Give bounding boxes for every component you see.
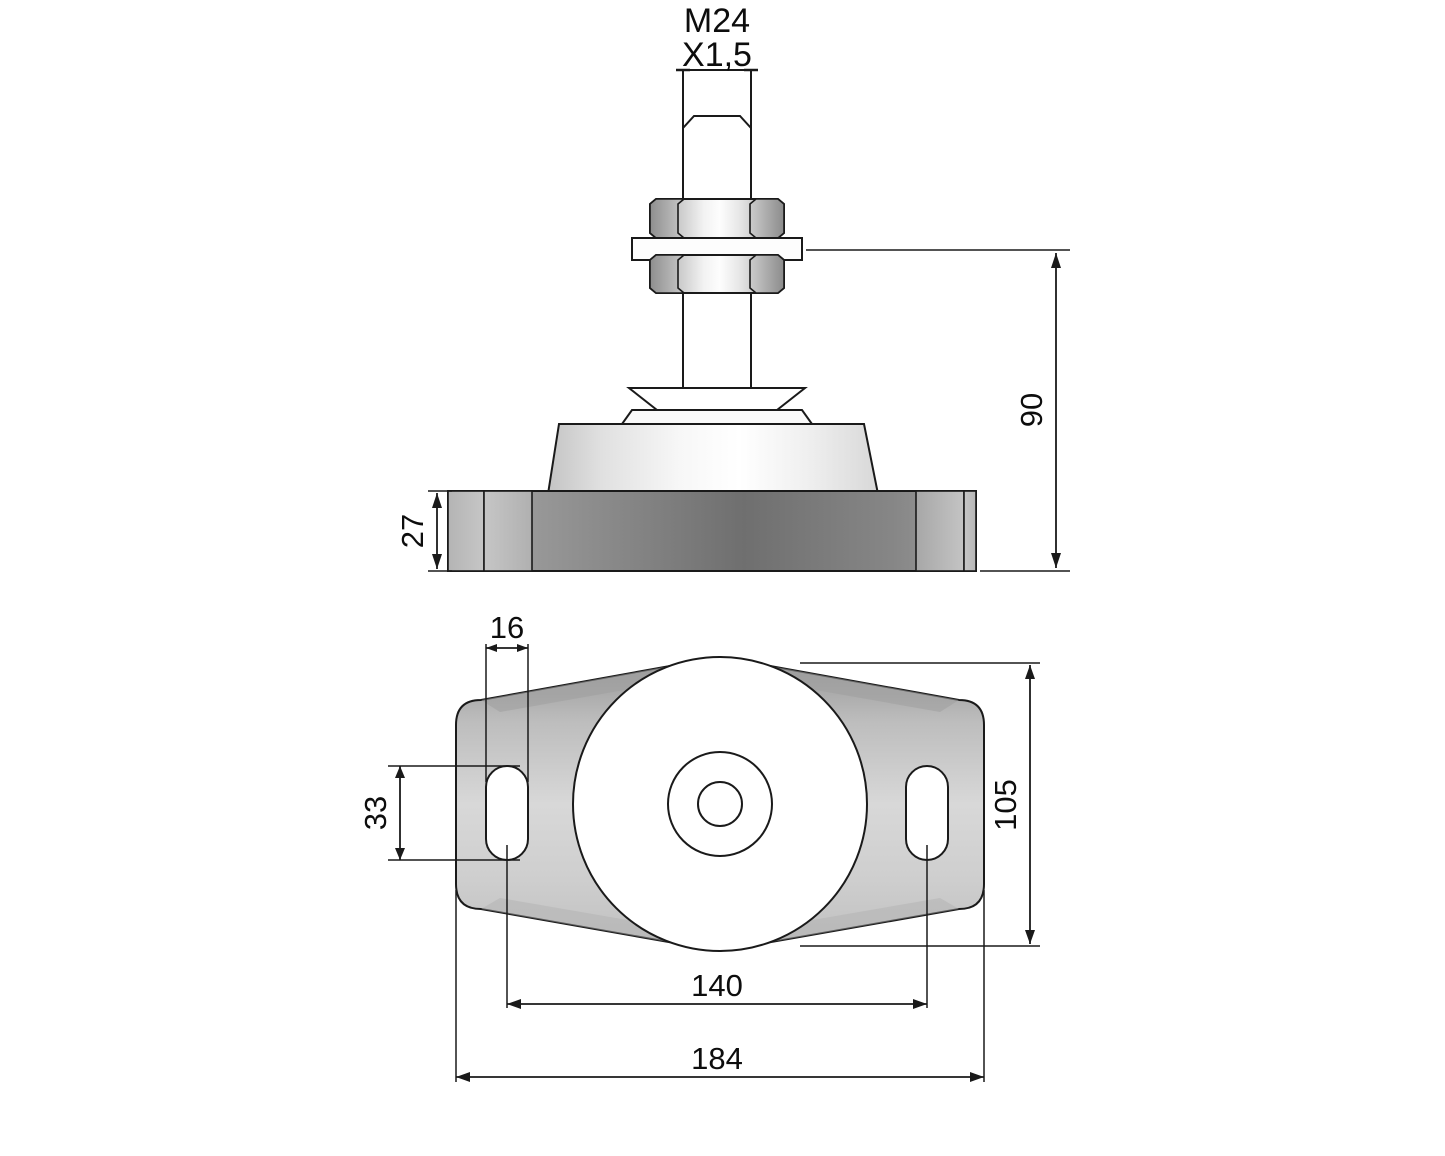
hex-nut-upper xyxy=(649,198,785,239)
hex-nut-upper-face-left xyxy=(649,198,687,239)
thread-spec-line2: X1,5 xyxy=(682,36,752,74)
cone-washer xyxy=(620,387,814,425)
dim-105-arrow-top xyxy=(1025,665,1035,679)
dimension-height-overall: 90 xyxy=(806,249,1070,572)
hex-nut-lower xyxy=(649,254,785,294)
dim-16-arrow-left xyxy=(486,644,497,652)
base-plate-edge-left-outer xyxy=(447,490,485,572)
dim-184-text: 184 xyxy=(691,1041,743,1076)
cone-washer-body xyxy=(626,387,808,411)
base-plate-edge-left-inner xyxy=(483,490,533,572)
mount-cone-body-shape xyxy=(546,423,880,495)
dim-90-arrow-top xyxy=(1051,253,1061,268)
dim-90-arrow-bottom xyxy=(1051,553,1061,568)
dim-184-arrow-left xyxy=(456,1072,470,1082)
mount-cone-body xyxy=(546,423,880,495)
dimension-hole-centres: 140 xyxy=(506,845,928,1009)
dim-27-text: 27 xyxy=(395,514,430,548)
dim-184-arrow-right xyxy=(970,1072,984,1082)
dimension-plate-width: 184 xyxy=(455,890,985,1082)
dim-140-arrow-right xyxy=(913,999,927,1009)
hex-nut-lower-face-right xyxy=(749,254,785,294)
dimension-plate-depth: 105 xyxy=(800,662,1040,947)
dim-105-arrow-bottom xyxy=(1025,930,1035,944)
dim-33-arrow-bottom xyxy=(395,848,405,860)
stud-body xyxy=(682,69,752,209)
dim-140-text: 140 xyxy=(691,968,743,1003)
base-plate-elevation xyxy=(447,490,977,572)
thread-spec-line1: M24 xyxy=(684,2,750,40)
side-elevation-view: M24 X1,5 90 27 xyxy=(395,2,1070,572)
dim-90-text: 90 xyxy=(1014,393,1049,427)
dim-27-arrow-top xyxy=(432,493,442,508)
dimension-slot-length: 33 xyxy=(358,765,520,861)
stud-lower-shaft xyxy=(682,292,752,390)
base-plate-edge-right-outer xyxy=(963,490,977,572)
dim-33-text: 33 xyxy=(358,796,393,830)
stud-chamfer-line xyxy=(682,115,752,129)
dim-16-text: 16 xyxy=(490,610,524,645)
plan-top-view: 16 33 105 140 xyxy=(358,610,1040,1082)
hex-nut-lower-face-left xyxy=(649,254,687,294)
dim-16-arrow-right xyxy=(517,644,528,652)
hex-nut-upper-face-right xyxy=(749,198,785,239)
dimension-slot-width: 16 xyxy=(485,610,529,782)
cone-washer-collar xyxy=(620,409,814,425)
dimension-base-thickness: 27 xyxy=(395,490,452,572)
dim-105-text: 105 xyxy=(988,779,1023,831)
plan-stud-circle xyxy=(697,781,743,827)
dim-27-arrow-bottom xyxy=(432,554,442,569)
dim-140-arrow-left xyxy=(507,999,521,1009)
dim-33-arrow-top xyxy=(395,766,405,778)
base-plate-edge-right-inner xyxy=(915,490,965,572)
